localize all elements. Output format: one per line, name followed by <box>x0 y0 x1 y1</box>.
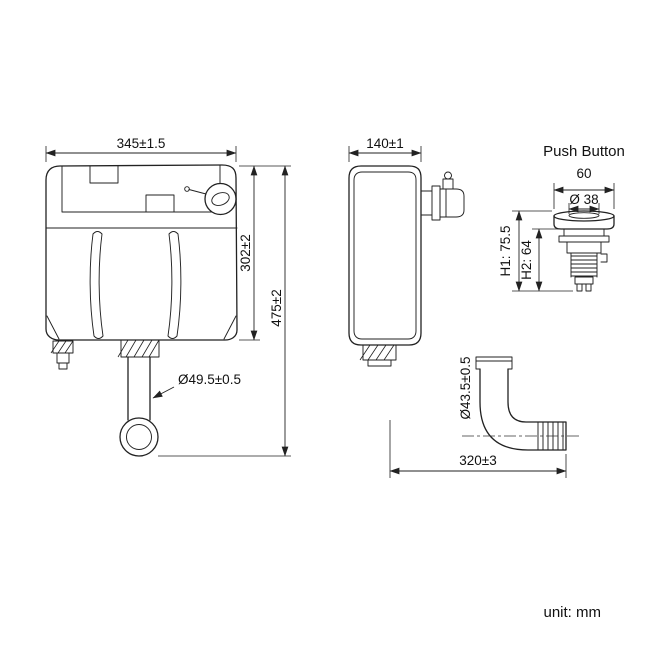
push-rod-stem <box>442 178 454 190</box>
dim-cap-diameter-label: Ø 38 <box>569 192 598 207</box>
outlet-thread-hatch <box>117 339 160 358</box>
dim-outlet-diameter-leader <box>152 386 175 399</box>
tank-front-outline <box>45 164 238 341</box>
button-bottom-connector <box>574 276 594 292</box>
push-rod-bracket <box>420 185 441 221</box>
push-button-drawing <box>553 210 615 292</box>
dim-total-height: 475±2 <box>158 165 291 457</box>
dim-pipe-diameter-label: Ø43.5±0.5 <box>458 357 473 420</box>
dim-total-height-label: 475±2 <box>269 289 284 326</box>
inlet-lever-tip <box>184 186 190 192</box>
tank-lid-recess <box>61 164 221 213</box>
side-view: 140±1 Ø43.5±0.5 320±3 <box>348 136 580 478</box>
front-view: 345±1.5 302±2 475±2 Ø49.5±0.5 <box>45 136 291 457</box>
left-fitting-hatch <box>50 340 74 354</box>
flush-pipe-contour <box>479 368 567 451</box>
inlet-lever <box>188 189 207 195</box>
button-thread-section <box>570 252 598 278</box>
dim-side-depth-label: 140±1 <box>366 136 403 151</box>
button-barrel <box>566 241 602 254</box>
dim-pipe-length: 320±3 <box>389 420 567 478</box>
dim-tank-height-label: 302±2 <box>238 234 253 271</box>
dim-h1-label: H1: 75.5 <box>498 225 513 276</box>
dim-h1: H1: 75.5 <box>498 210 573 292</box>
flush-bend-pipe <box>462 356 580 451</box>
inlet-grommet-outer <box>204 182 237 216</box>
button-neck <box>563 228 605 237</box>
dim-outlet-diameter-label: Ø49.5±0.5 <box>178 372 241 387</box>
button-cap-skirt <box>553 215 615 230</box>
button-side-clip <box>600 253 608 263</box>
tank-side-outline <box>348 165 422 346</box>
push-button-detail: Push Button 60 Ø 38 H1 <box>498 143 625 292</box>
outlet-flange-outer <box>119 417 159 457</box>
dim-h2: H2: 64 <box>519 228 562 292</box>
tank-ribs <box>46 231 237 340</box>
dim-cap-diameter: Ø 38 <box>568 192 600 214</box>
inlet-grommet <box>184 182 237 216</box>
dim-side-depth: 140±1 <box>348 136 422 162</box>
tank-side-inner <box>353 171 417 340</box>
flush-pipe-bell <box>475 356 513 370</box>
outlet-pipe-walls <box>127 356 151 421</box>
outlet-pipe-front <box>117 339 160 457</box>
dim-front-width: 345±1.5 <box>45 136 237 162</box>
inlet-grommet-inner <box>211 192 230 206</box>
dim-button-width-label: 60 <box>576 166 591 181</box>
dim-pipe-length-label: 320±3 <box>459 453 496 468</box>
dim-h2-label: H2: 64 <box>519 240 534 280</box>
dim-front-width-label: 345±1.5 <box>117 136 166 151</box>
left-fitting <box>50 340 74 370</box>
button-cap-inner <box>568 212 600 219</box>
unit-label: unit: mm <box>543 604 601 621</box>
outlet-flange-inner <box>126 424 152 450</box>
dim-outlet-diameter: Ø49.5±0.5 <box>152 372 241 399</box>
push-rod-tip <box>444 171 452 180</box>
outlet-side-hatch <box>359 344 395 361</box>
left-fitting-body <box>52 340 74 370</box>
push-rod-knob <box>439 188 465 218</box>
outlet-side <box>359 344 397 367</box>
dim-button-width: 60 <box>553 166 615 209</box>
button-flange <box>558 235 610 243</box>
push-button-title: Push Button <box>543 143 625 160</box>
dim-pipe-length-ext <box>389 420 567 478</box>
push-rod-assembly <box>420 171 465 221</box>
